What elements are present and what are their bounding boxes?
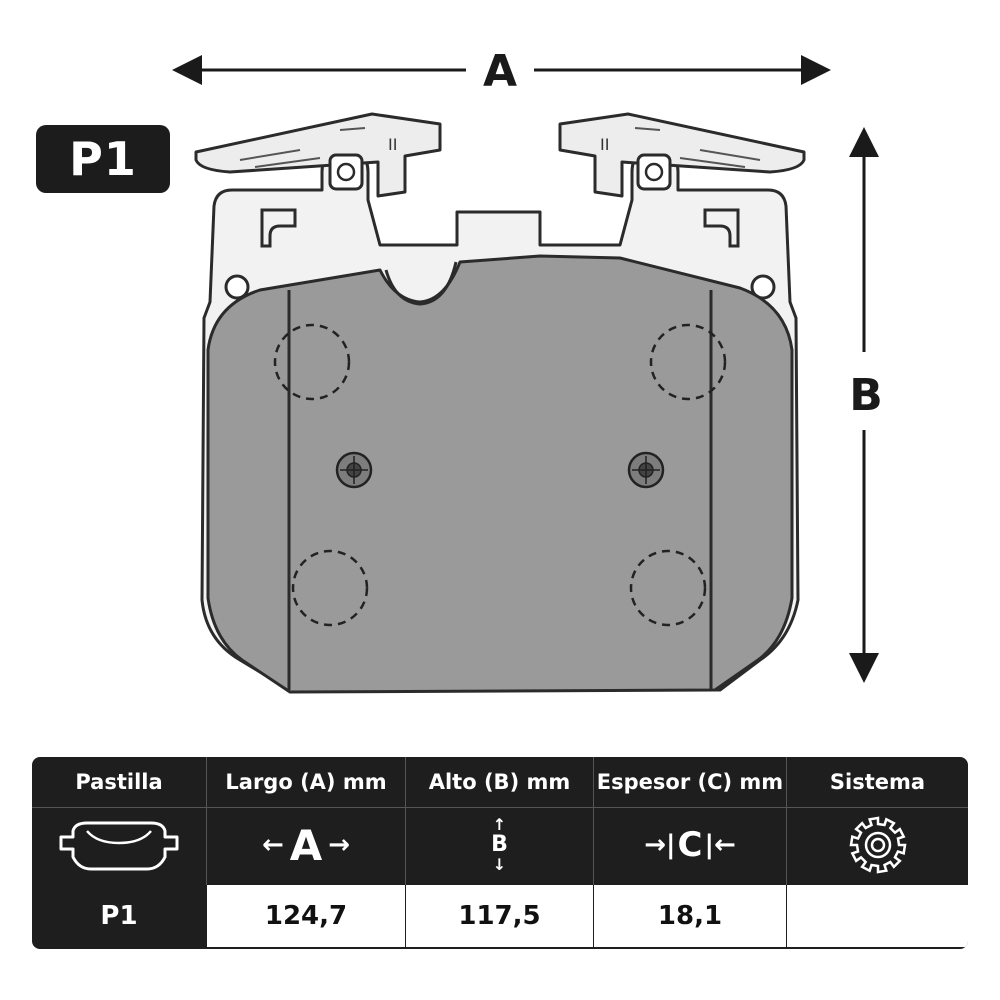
piston-circle-top-left — [273, 323, 351, 401]
spec-table: Pastilla P1 Largo (A) mm ← A → 124,7 Alt… — [32, 757, 968, 949]
piston-circle-bottom-left — [291, 549, 369, 627]
dimension-a: A — [172, 46, 831, 97]
brake-pad-diagram: A B II II — [172, 46, 883, 694]
brake-pad-icon — [32, 807, 206, 883]
piston-circle-top-right — [649, 323, 727, 401]
column-largo: Largo (A) mm ← A → 124,7 — [207, 757, 405, 949]
dimension-b-label: B — [849, 370, 883, 421]
value-alto: 117,5 — [406, 885, 593, 947]
header-pastilla: Pastilla — [75, 770, 163, 794]
thickness-arrows-icon: →| C |← — [644, 825, 736, 865]
header-largo: Largo (A) mm — [225, 770, 387, 794]
thickness-icon-letter: C — [677, 825, 703, 865]
svg-text:II: II — [600, 135, 609, 154]
gear-icon — [787, 807, 968, 883]
spring-clip-right: II — [558, 112, 806, 198]
header-divider — [32, 807, 968, 808]
header-espesor: Espesor (C) mm — [596, 770, 784, 794]
dimension-a-label: A — [483, 46, 517, 97]
divider-3 — [593, 757, 594, 885]
value-espesor: 18,1 — [594, 885, 786, 947]
column-alto: Alto (B) mm ↑ B ↓ 117,5 — [406, 757, 593, 949]
plate-slot-right — [703, 208, 740, 248]
value-pastilla: P1 — [100, 901, 138, 931]
plate-hole-right — [750, 274, 776, 300]
column-espesor: Espesor (C) mm →| C |← 18,1 — [594, 757, 786, 949]
header-sistema: Sistema — [829, 770, 926, 794]
spring-clip-left: II — [194, 112, 442, 198]
svg-text:II: II — [388, 135, 397, 154]
divider-2 — [405, 757, 406, 885]
rivet-left — [335, 451, 373, 489]
column-sistema: Sistema — [787, 757, 968, 949]
length-arrows-icon: ← A → — [261, 820, 351, 870]
length-icon-letter: A — [289, 820, 323, 870]
height-icon-letter: B — [491, 832, 508, 857]
pad-badge: P1 — [36, 125, 170, 193]
plate-slot-left — [260, 208, 297, 248]
divider-1 — [206, 757, 207, 885]
value-largo: 124,7 — [207, 885, 405, 947]
friction-material — [206, 254, 794, 694]
value-sistema — [787, 885, 968, 947]
dimension-b: B — [849, 127, 883, 683]
piston-circle-bottom-right — [629, 549, 707, 627]
divider-4 — [786, 757, 787, 885]
rivet-right — [627, 451, 665, 489]
plate-hole-left — [224, 274, 250, 300]
column-pastilla: Pastilla P1 — [32, 757, 206, 949]
center-notch — [384, 261, 458, 306]
header-alto: Alto (B) mm — [428, 770, 571, 794]
height-arrows-icon: ↑ B ↓ — [491, 815, 508, 874]
